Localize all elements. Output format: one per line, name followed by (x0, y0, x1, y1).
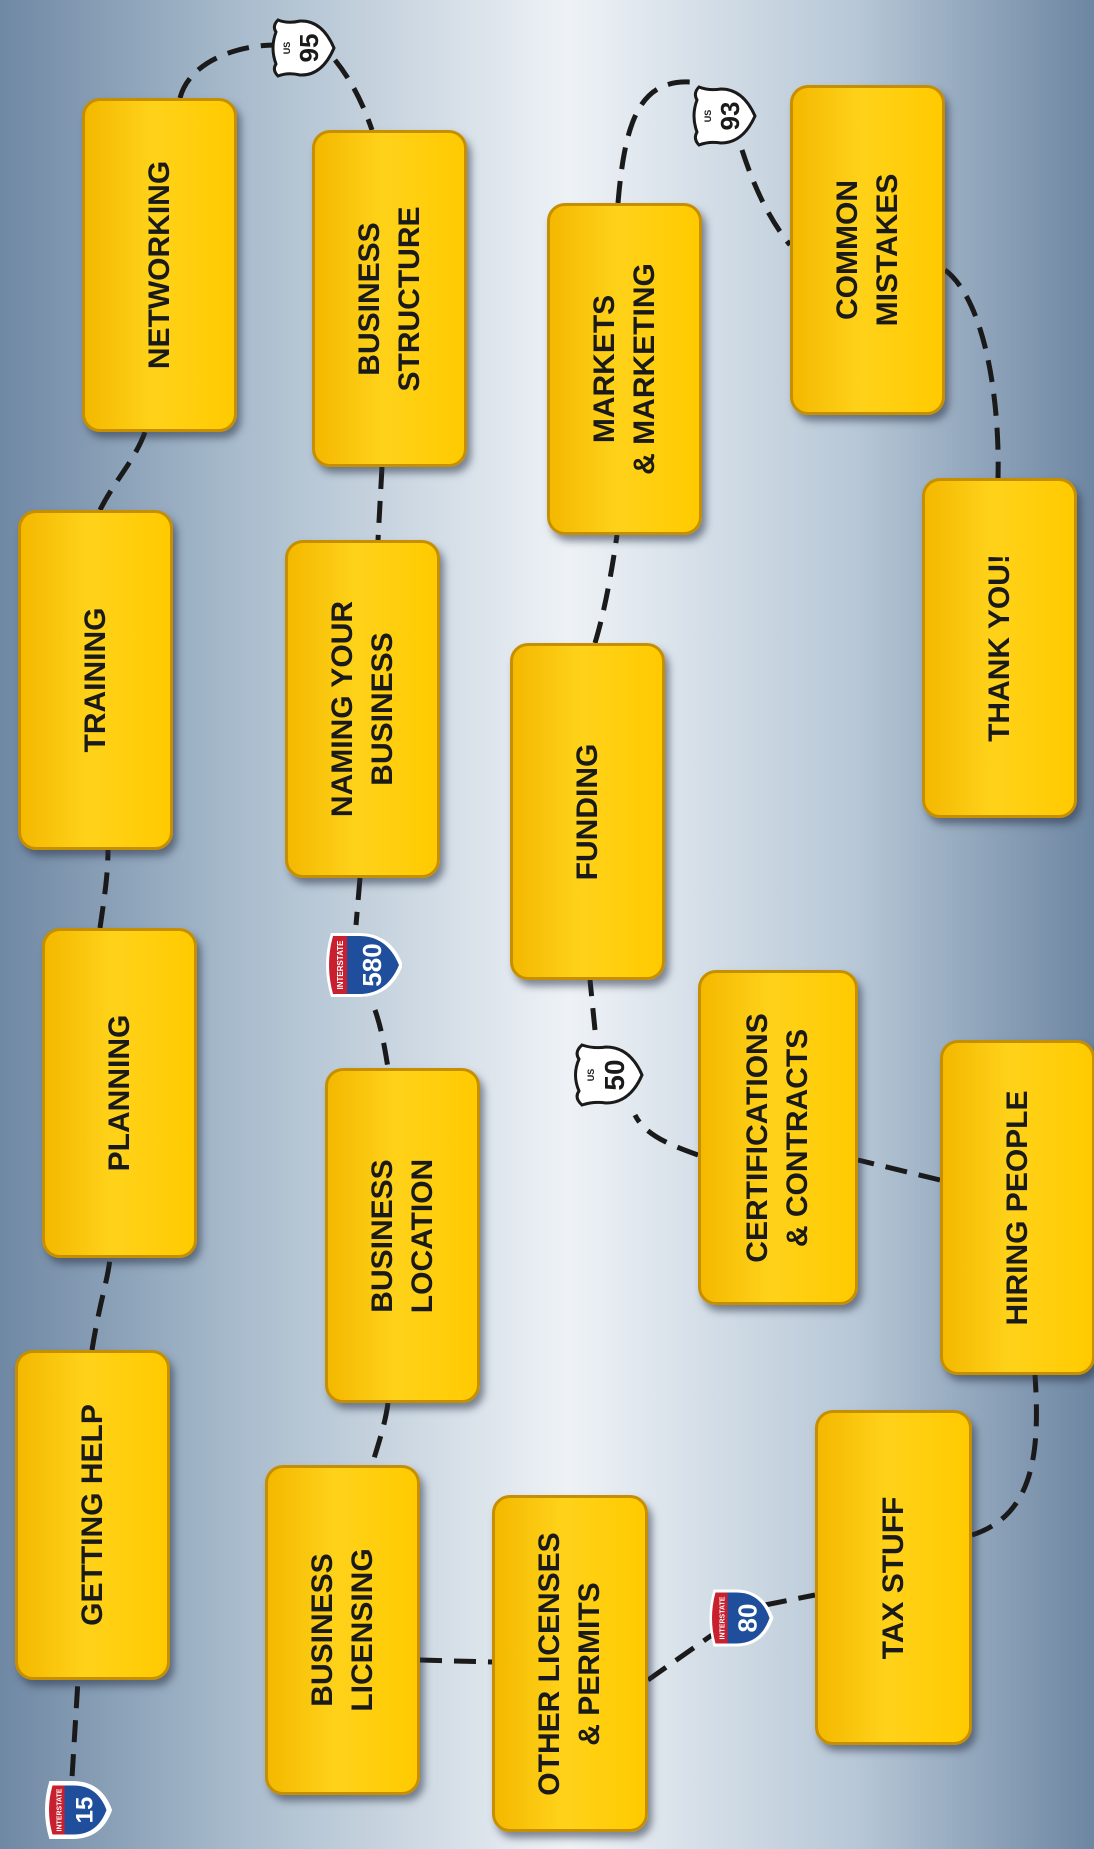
interstate-580-shield-icon: INTERSTATE 580 (326, 933, 402, 997)
road-getting-help-to-planning (89, 1257, 113, 1351)
interstate-15-shield-icon: INTERSTATE 15 (45, 1781, 113, 1839)
step-label: OTHER LICENSES & PERMITS (533, 1531, 606, 1796)
step-label: THANK YOU! (982, 554, 1016, 742)
step-label: GETTING HELP (75, 1404, 109, 1626)
sign-prefix: US (282, 42, 292, 55)
road-i580-to-location (372, 1009, 391, 1069)
step-label: HIRING PEOPLE (1000, 1089, 1034, 1326)
step-label: PLANNING (102, 1014, 136, 1172)
sign-number: 15 (72, 1797, 99, 1824)
road-common-mistakes-to-thank-you (943, 268, 1001, 479)
step-hiring-people: HIRING PEOPLE (940, 1040, 1094, 1375)
step-business-structure: BUSINESS STRUCTURE (312, 130, 467, 467)
sign-number: 80 (733, 1604, 763, 1633)
road-licensing-to-other-licenses (419, 1657, 493, 1665)
step-naming-your-business: NAMING YOUR BUSINESS (285, 540, 440, 878)
step-planning: PLANNING (42, 928, 197, 1258)
sign-number: 50 (599, 1059, 630, 1090)
step-label: MARKETS & MARKETING (587, 263, 661, 475)
road-tax-stuff-to-hiring (971, 1374, 1039, 1538)
road-us95-to-business-structure (333, 58, 375, 131)
step-networking: NETWORKING (82, 98, 237, 432)
us-50-shield-icon: US 50 (574, 1043, 644, 1107)
sign-number: 580 (357, 943, 387, 986)
step-funding: FUNDING (510, 643, 665, 980)
step-label: BUSINESS LOCATION (365, 1158, 439, 1313)
road-us50-to-funding (587, 979, 598, 1031)
step-training: TRAINING (18, 510, 173, 850)
road-training-to-networking (97, 431, 148, 512)
step-thank-you: THANK YOU! (922, 478, 1077, 818)
road-us93-to-common-mistakes (739, 149, 792, 247)
step-label: TAX STUFF (876, 1496, 910, 1659)
road-location-to-licensing (369, 1402, 391, 1466)
step-business-licensing: BUSINESS LICENSING (265, 1465, 420, 1795)
road-hiring-to-certifications (857, 1157, 941, 1183)
sign-header: INTERSTATE (336, 940, 345, 990)
road-naming-to-i580 (353, 877, 363, 926)
step-label: CERTIFICATIONS & CONTRACTS (741, 1012, 814, 1263)
road-markets-to-us93 (615, 79, 691, 204)
step-label: TRAINING (78, 607, 112, 753)
road-funding-to-markets (592, 534, 620, 644)
sign-prefix: US (586, 1069, 596, 1082)
road-i80-to-tax-stuff (764, 1592, 816, 1608)
step-common-mistakes: COMMON MISTAKES (790, 85, 945, 415)
step-markets-marketing: MARKETS & MARKETING (547, 203, 702, 535)
step-other-licenses-permits: OTHER LICENSES & PERMITS (492, 1495, 648, 1832)
step-label: COMMON MISTAKES (830, 173, 904, 327)
interstate-80-shield-icon: INTERSTATE 80 (709, 1589, 774, 1647)
us-95-shield-icon: US 95 (271, 18, 336, 78)
step-label: NAMING YOUR BUSINESS (325, 600, 399, 818)
sign-header: INTERSTATE (57, 1788, 64, 1831)
step-business-location: BUSINESS LOCATION (325, 1068, 480, 1403)
sign-header: INTERSTATE (720, 1596, 727, 1639)
road-planning-to-training (97, 849, 111, 929)
step-tax-stuff: TAX STUFF (815, 1410, 972, 1745)
step-getting-help: GETTING HELP (15, 1350, 170, 1680)
road-certifications-to-us50 (632, 1113, 699, 1158)
step-label: BUSINESS STRUCTURE (352, 206, 426, 391)
step-label: NETWORKING (142, 160, 176, 370)
step-certifications-contracts: CERTIFICATIONS & CONTRACTS (698, 970, 858, 1305)
road-other-licenses-to-i80 (646, 1632, 714, 1683)
sign-prefix: US (703, 110, 713, 123)
sign-number: 93 (715, 102, 745, 131)
sign-number: 95 (294, 34, 324, 63)
road-business-structure-to-naming (375, 466, 385, 541)
step-label: BUSINESS LICENSING (305, 1548, 379, 1712)
step-label: FUNDING (570, 743, 604, 880)
us-93-shield-icon: US 93 (692, 85, 757, 147)
road-networking-to-us95 (177, 42, 276, 99)
